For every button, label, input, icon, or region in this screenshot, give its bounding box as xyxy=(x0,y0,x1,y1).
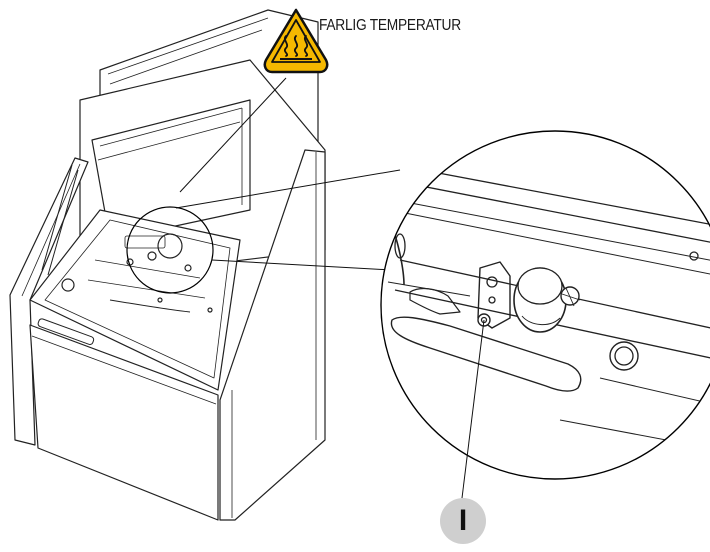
detail-connector-lines xyxy=(175,169,401,271)
callout-letter: I xyxy=(458,504,468,537)
front-door-panel xyxy=(29,324,219,521)
detail-view xyxy=(380,130,710,480)
callout-badge xyxy=(440,498,486,544)
detail-source-circle xyxy=(126,206,214,294)
callout-leader-line xyxy=(461,319,485,499)
boiler-unit xyxy=(9,9,326,521)
hot-surface-warning-icon xyxy=(263,8,329,74)
right-side-wall xyxy=(219,149,326,521)
open-inspection-hatch xyxy=(91,99,251,241)
warning-label: FARLIG TEMPERATUR xyxy=(319,17,461,34)
door-handle xyxy=(37,318,95,346)
warning-leader-line xyxy=(179,77,287,193)
interior-tray xyxy=(29,209,241,391)
detail-view-border xyxy=(380,130,710,480)
